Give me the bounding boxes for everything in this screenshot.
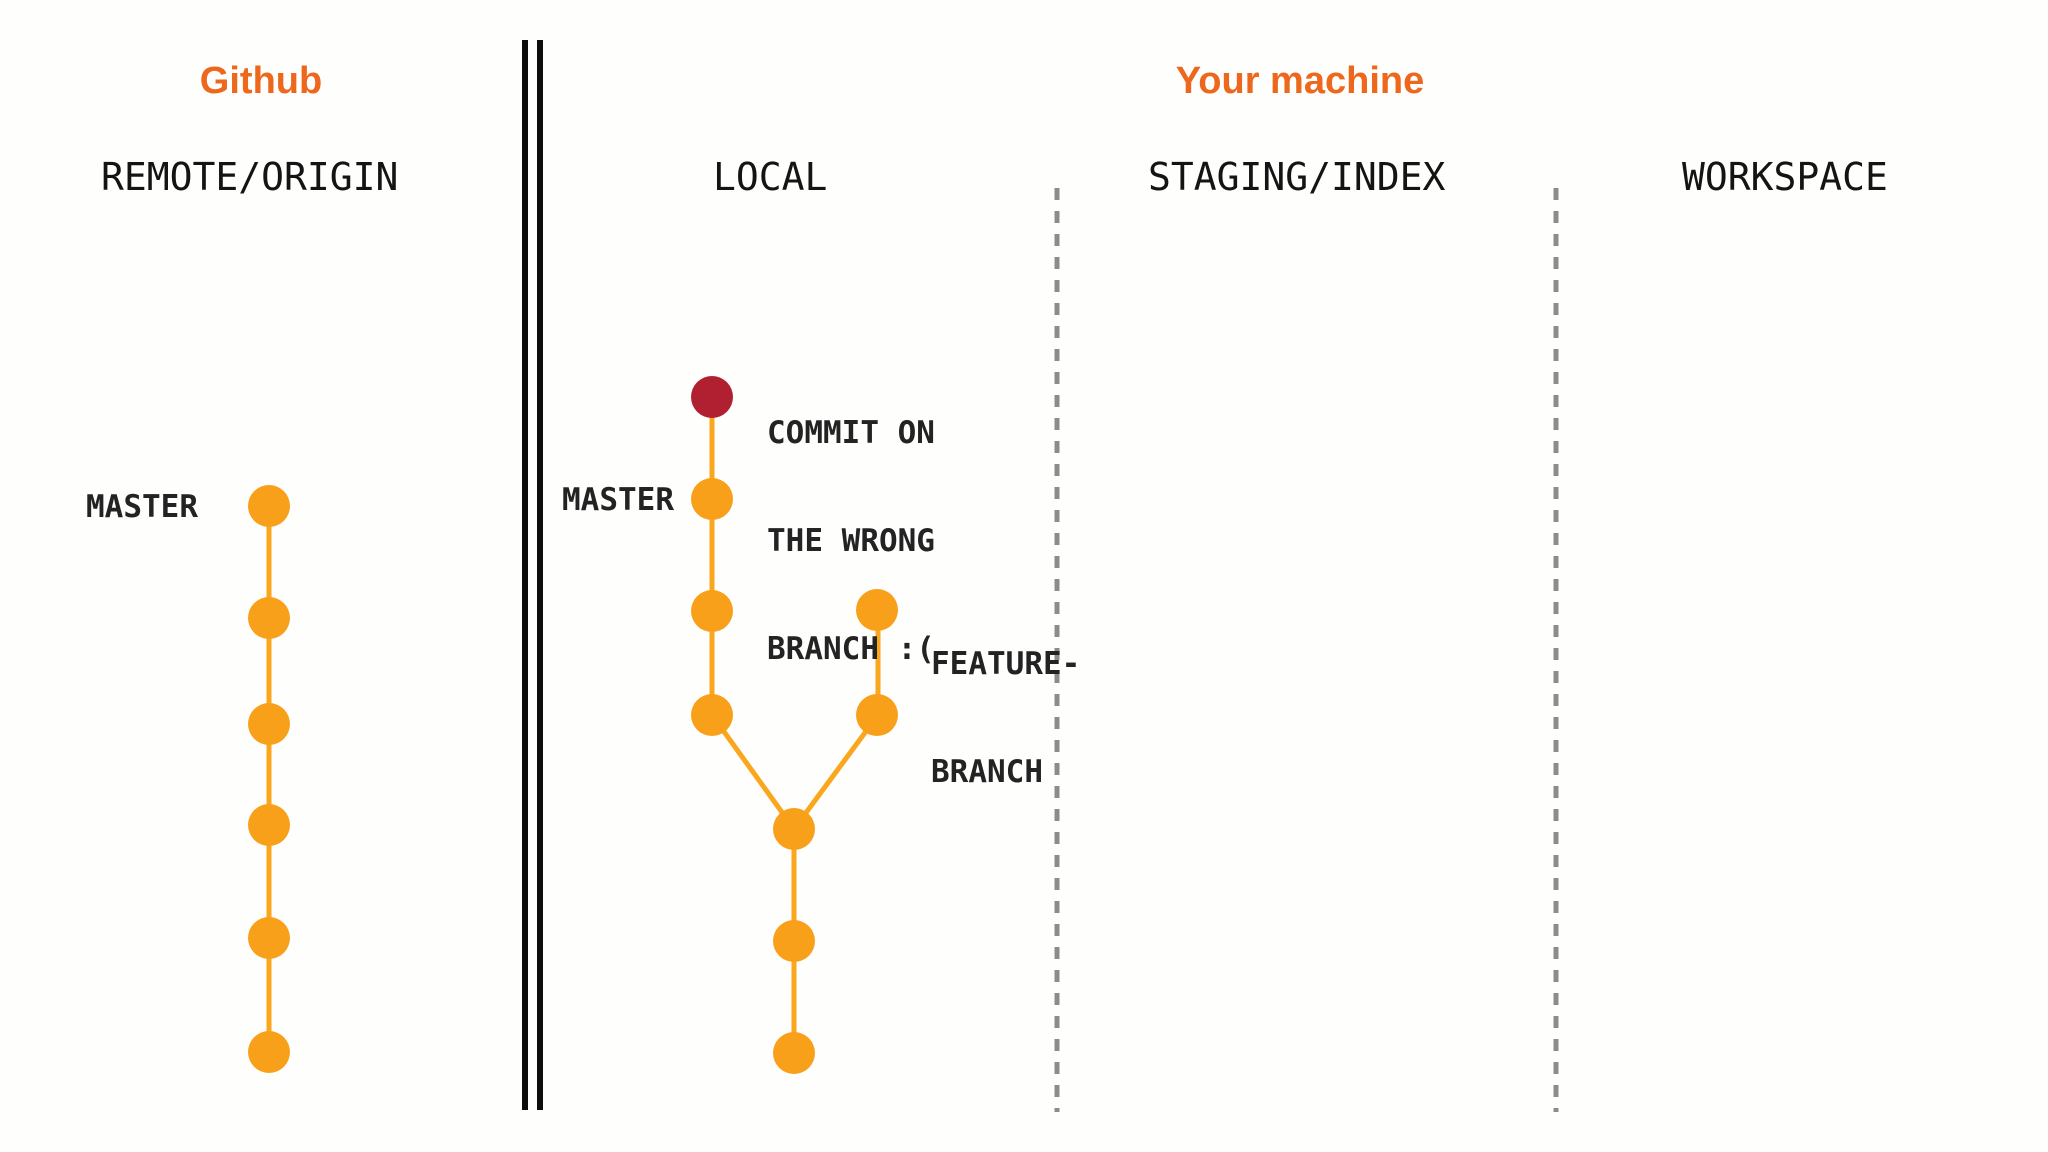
wrong-commit-node: [691, 376, 733, 418]
remote-commit-node-6: [248, 1031, 290, 1073]
remote-commit-node-1: [248, 485, 290, 527]
github-header: Github: [199, 60, 323, 102]
remote-master-label: MASTER: [86, 489, 198, 525]
wrong-branch-commit-label-line2: THE WRONG: [767, 523, 935, 559]
wrong-branch-commit-label-line3: BRANCH :(: [767, 631, 935, 667]
local-commit-node: [856, 694, 898, 736]
your-machine-header: Your machine: [1175, 60, 1425, 102]
merge-base-node: [773, 808, 815, 850]
feature-branch-label-line2: BRANCH: [931, 754, 1043, 790]
remote-commit-node-4: [248, 804, 290, 846]
column-label-staging-index: STAGING/INDEX: [1148, 155, 1446, 199]
local-master-label: MASTER: [562, 482, 674, 518]
column-label-remote-origin: REMOTE/ORIGIN: [101, 155, 399, 199]
remote-commit-node-3: [248, 703, 290, 745]
wrong-branch-commit-label: COMMIT ON THE WRONG BRANCH :(: [767, 343, 935, 739]
feature-branch-label: FEATURE- BRANCH: [931, 574, 1080, 862]
column-label-workspace: WORKSPACE: [1682, 155, 1888, 199]
remote-commit-node-2: [248, 597, 290, 639]
local-tree-edge-3: [709, 713, 797, 831]
column-label-local: LOCAL: [713, 155, 828, 199]
feature-branch-label-line1: FEATURE-: [931, 646, 1081, 682]
local-commit-node: [691, 694, 733, 736]
local-commit-node: [773, 1032, 815, 1074]
local-commit-node: [773, 920, 815, 962]
local-tree-edge-4: [791, 713, 881, 831]
remote-commit-node-5: [248, 917, 290, 959]
master-head-node: [691, 478, 733, 520]
feature-head-node: [856, 589, 898, 631]
wrong-branch-commit-label-line1: COMMIT ON: [767, 415, 935, 451]
local-commit-node: [691, 590, 733, 632]
